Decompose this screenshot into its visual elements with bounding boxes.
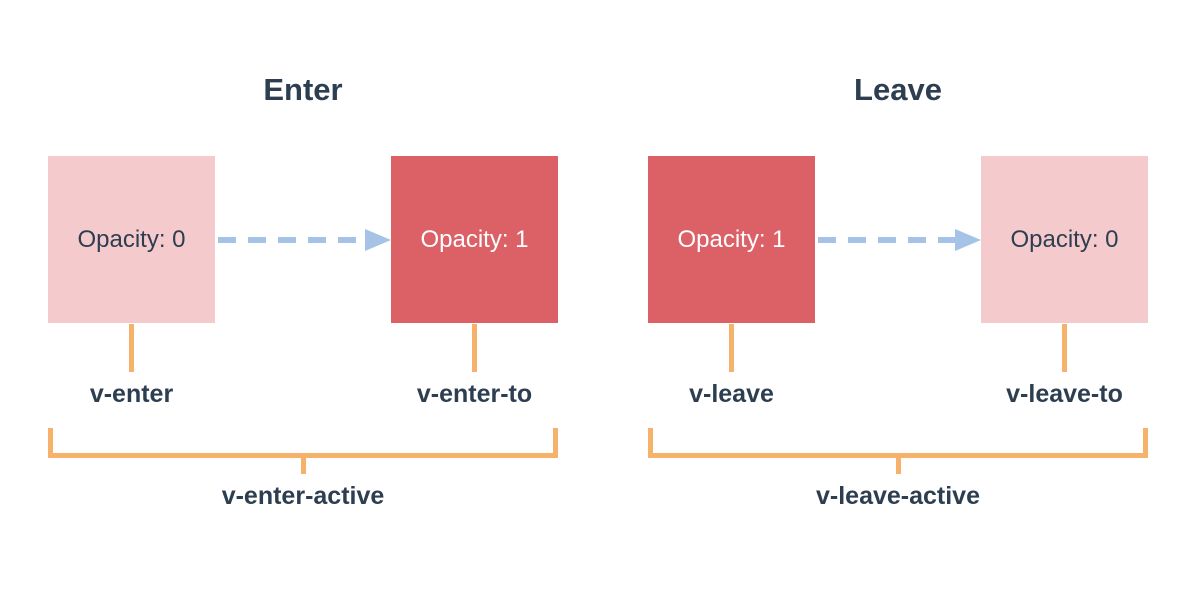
bracket-stem <box>300 457 306 474</box>
arrow-head-icon <box>365 228 391 251</box>
class-label-to: v-leave-to <box>1006 380 1123 408</box>
connector-line <box>729 324 734 372</box>
opacity-value: Opacity: 0 <box>77 225 186 253</box>
active-class-label: v-enter-active <box>221 482 385 510</box>
opacity-value: Opacity: 1 <box>677 225 786 253</box>
section-title: Enter <box>263 72 343 107</box>
class-label-to: v-enter-to <box>416 380 533 408</box>
active-bracket <box>648 428 1148 458</box>
transition-arrow <box>815 228 981 251</box>
class-label-from: v-enter <box>89 380 174 408</box>
state-box-to: Opacity: 0 <box>981 156 1148 323</box>
bracket-stem <box>895 457 901 474</box>
transition-arrow <box>215 228 391 251</box>
class-label-from: v-leave <box>689 380 774 408</box>
dashed-line <box>818 236 957 243</box>
opacity-value: Opacity: 1 <box>420 225 529 253</box>
connector-line <box>129 324 134 372</box>
leave-section: Leave Opacity: 1 Opacity: 0 v-leave v-le… <box>648 0 1148 600</box>
active-bracket <box>48 428 558 458</box>
boxes-row: Opacity: 1 Opacity: 0 <box>648 156 1148 323</box>
state-box-from: Opacity: 0 <box>48 156 215 323</box>
opacity-value: Opacity: 0 <box>1010 225 1119 253</box>
dashed-line <box>218 236 367 243</box>
active-class-label: v-leave-active <box>815 482 980 510</box>
connector-line <box>1062 324 1067 372</box>
arrow-head-icon <box>955 228 981 251</box>
boxes-row: Opacity: 0 Opacity: 1 <box>48 156 558 323</box>
enter-section: Enter Opacity: 0 Opacity: 1 v-enter v-en… <box>48 0 558 600</box>
state-box-to: Opacity: 1 <box>391 156 558 323</box>
state-box-from: Opacity: 1 <box>648 156 815 323</box>
section-title: Leave <box>854 72 942 107</box>
connector-line <box>472 324 477 372</box>
